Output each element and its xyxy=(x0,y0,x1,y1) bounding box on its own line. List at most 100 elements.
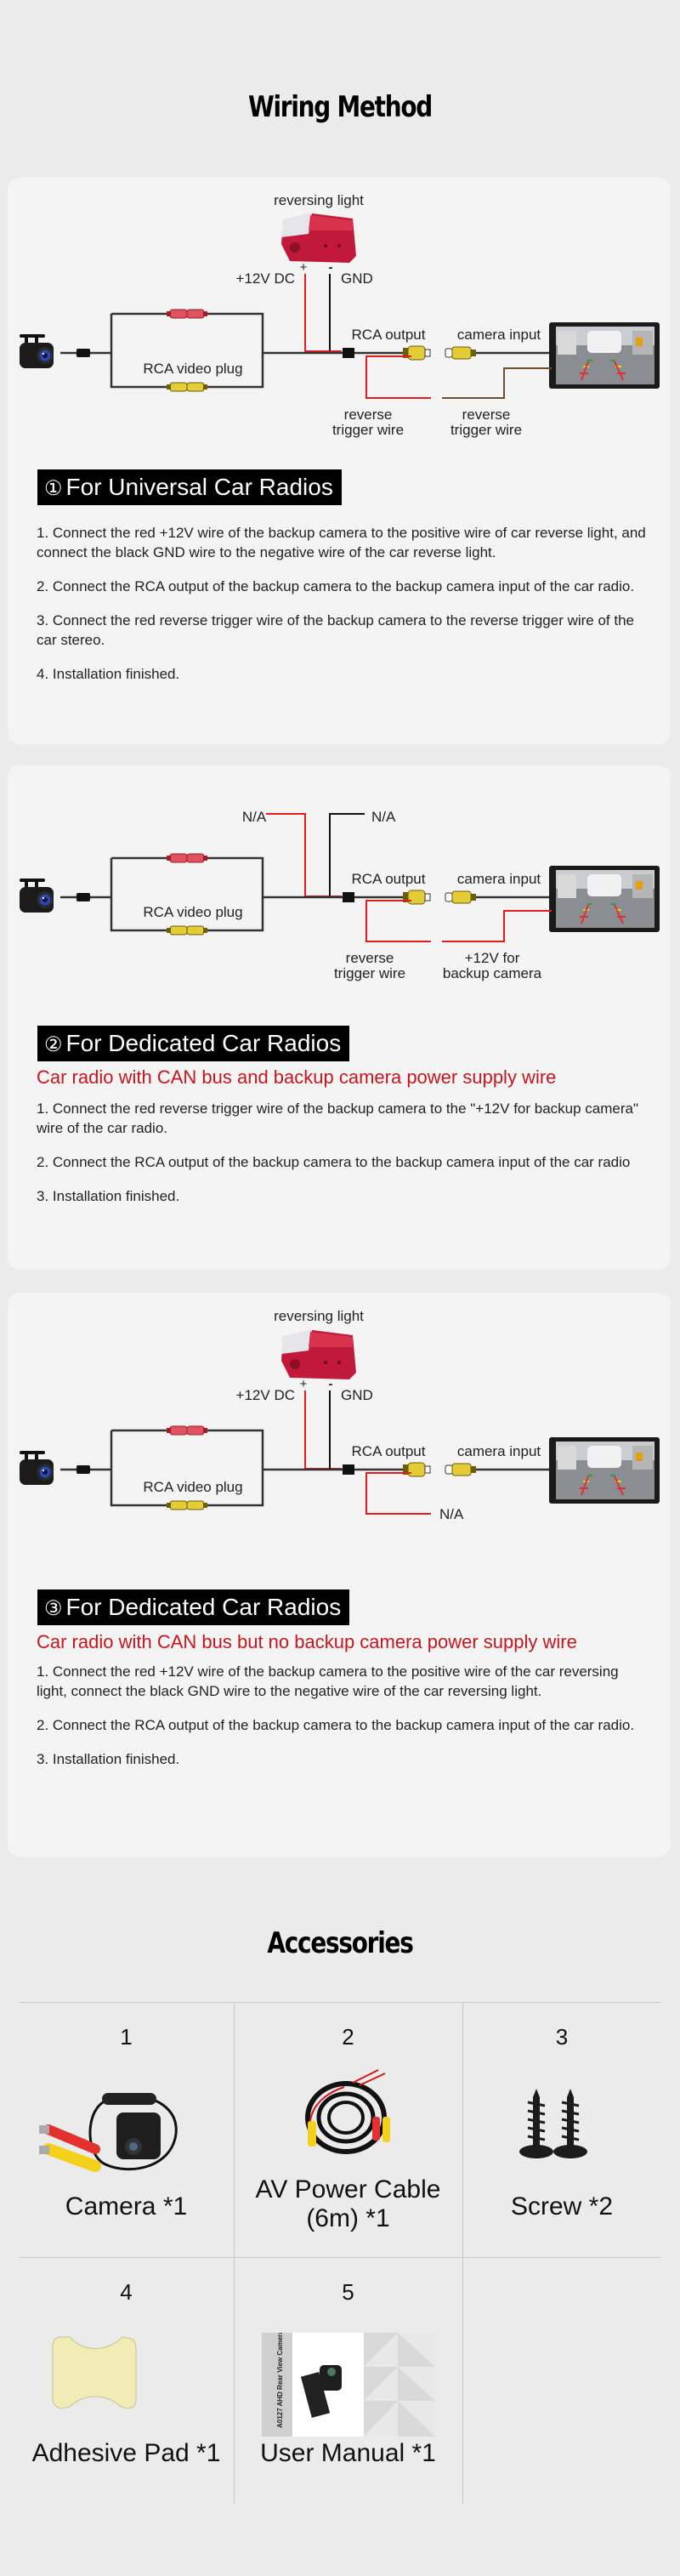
screw-icon xyxy=(519,2089,587,2158)
step: 1. Connect the red reverse trigger wire … xyxy=(37,1100,639,1136)
step: 2. Connect the RCA output of the backup … xyxy=(37,1154,631,1170)
label-na: N/A xyxy=(439,1506,464,1522)
accessory-item: 1 Camera *1 xyxy=(19,2002,234,2257)
steps-list: 1. Connect the red +12V wire of the back… xyxy=(37,523,649,698)
accessory-number: 1 xyxy=(120,2024,133,2050)
accessory-item: 5 A0127 AHD Rear View Camera User Manual… xyxy=(234,2257,462,2504)
label-trigger-wire-2: trigger wire xyxy=(450,422,522,438)
reversing-light-icon xyxy=(281,1330,356,1379)
wire-reverse-trigger xyxy=(366,900,431,942)
accessory-label: Screw *2 xyxy=(510,2192,614,2221)
backup-camera-icon xyxy=(20,879,54,913)
adhesive-pad-icon xyxy=(52,2336,137,2409)
steps-list: 1. Connect the red +12V wire of the back… xyxy=(37,1662,649,1783)
label-reversing-light: reversing light xyxy=(274,1308,364,1324)
accessory-label: Adhesive Pad *1 xyxy=(31,2439,221,2467)
rca-output-plug-icon xyxy=(402,1462,431,1477)
label-backup-camera: backup camera xyxy=(443,965,542,981)
step: 4. Installation finished. xyxy=(37,666,180,682)
accessory-item: 3 Screw *2 xyxy=(462,2002,661,2257)
section-title: For Dedicated Car Radios xyxy=(65,1030,342,1056)
wiring-diagram-dedicated-1: N/A N/A RCA video plug RCA output camera… xyxy=(20,809,660,981)
rca-yellow-plug-icon xyxy=(166,925,208,935)
step: 3. Installation finished. xyxy=(37,1188,180,1204)
section-card-dedicated-no-power: reversing light + - +12V DC GND RCA vide… xyxy=(8,1293,671,1857)
label-plus: + xyxy=(300,260,308,275)
accessory-label: User Manual *1 xyxy=(260,2439,436,2467)
label-minus: - xyxy=(329,1377,333,1391)
camera-icon xyxy=(39,2093,178,2172)
section-number: ③ xyxy=(44,1597,63,1620)
section-title: For Dedicated Car Radios xyxy=(65,1594,342,1620)
camera-input-plug-icon xyxy=(445,346,477,360)
accessory-number: 5 xyxy=(342,2279,354,2305)
label-reversing-light: reversing light xyxy=(274,192,364,208)
label-rca-output: RCA output xyxy=(352,871,426,887)
rca-output-plug-icon xyxy=(402,890,431,905)
label-trigger-wire-1: trigger wire xyxy=(332,422,404,438)
car-radio-screen-icon xyxy=(548,321,660,390)
section-card-dedicated-with-power: N/A N/A RCA video plug RCA output camera… xyxy=(8,765,671,1270)
car-radio-screen-icon xyxy=(548,1436,660,1504)
label-reverse: reverse xyxy=(346,950,394,966)
page-title: Wiring Method xyxy=(247,90,433,124)
section-number: ② xyxy=(44,1033,63,1056)
label-gnd: GND xyxy=(341,270,373,287)
section-number: ① xyxy=(44,477,63,500)
wire-reverse-trigger-camera xyxy=(366,355,431,399)
rca-yellow-plug-icon xyxy=(166,1500,208,1510)
label-12v-dc: +12V DC xyxy=(236,1387,295,1403)
wire-12v-backup-camera xyxy=(442,910,552,942)
section-card-universal: reversing light + - +12V DC GND RCA vide… xyxy=(8,178,671,744)
label-minus: - xyxy=(329,260,333,275)
step: 1. Connect the red +12V wire of the back… xyxy=(37,525,646,560)
wiring-diagram-universal: reversing light + - +12V DC GND RCA vide… xyxy=(20,192,660,438)
backup-camera-icon xyxy=(20,1451,54,1485)
section-subtitle: Car radio with CAN bus and backup camera… xyxy=(37,1066,557,1088)
step: 3. Connect the red reverse trigger wire … xyxy=(37,612,635,648)
wire-12v xyxy=(304,274,342,352)
step: 2. Connect the RCA output of the backup … xyxy=(37,578,635,594)
label-12v-for: +12V for xyxy=(465,950,520,966)
accessory-number: 3 xyxy=(555,2024,569,2050)
accessory-label: AV Power Cable (6m) *1 xyxy=(255,2175,441,2232)
junction-connector xyxy=(343,892,354,902)
accessory-item: 4 Adhesive Pad *1 xyxy=(19,2257,234,2504)
wiring-diagram-dedicated-2: reversing light + - +12V DC GND RCA vide… xyxy=(20,1308,660,1522)
rca-red-plug-icon xyxy=(166,309,208,319)
column-divider xyxy=(462,2002,463,2504)
label-gnd: GND xyxy=(341,1387,373,1403)
manual-cover-text: A0127 AHD Rear View Camera xyxy=(276,2333,284,2428)
junction-connector xyxy=(343,348,354,358)
label-rca-video-plug: RCA video plug xyxy=(143,361,242,377)
rca-red-plug-icon xyxy=(166,1425,208,1436)
label-camera-input: camera input xyxy=(457,871,541,887)
wire-12v xyxy=(304,1390,342,1470)
reversing-light-icon xyxy=(281,213,356,263)
accessory-label: Camera *1 xyxy=(65,2192,188,2221)
step: 2. Connect the RCA output of the backup … xyxy=(37,1717,635,1733)
cable-connector xyxy=(76,1465,90,1474)
label-trigger-wire: trigger wire xyxy=(334,965,405,981)
step: 1. Connect the red +12V wire of the back… xyxy=(37,1663,619,1699)
backup-camera-icon xyxy=(20,334,54,368)
label-12v-dc: +12V DC xyxy=(236,270,295,287)
column-divider xyxy=(234,2002,235,2504)
label-rca-video-plug: RCA video plug xyxy=(143,904,242,920)
label-reverse-2: reverse xyxy=(462,407,511,423)
cable-icon xyxy=(305,2069,390,2154)
manual-icon: A0127 AHD Rear View Camera xyxy=(262,2333,435,2437)
wire-reverse-trigger xyxy=(366,1472,431,1515)
camera-input-plug-icon xyxy=(445,890,477,904)
wire-gnd-na xyxy=(329,813,365,896)
label-rca-output: RCA output xyxy=(352,1443,426,1459)
label-na-black: N/A xyxy=(371,809,396,825)
cable-connector xyxy=(76,893,90,901)
accessories-title: Accessories xyxy=(267,1926,413,1960)
junction-connector xyxy=(343,1464,354,1475)
accessory-number: 2 xyxy=(342,2024,354,2050)
label-camera-input: camera input xyxy=(457,1443,541,1459)
